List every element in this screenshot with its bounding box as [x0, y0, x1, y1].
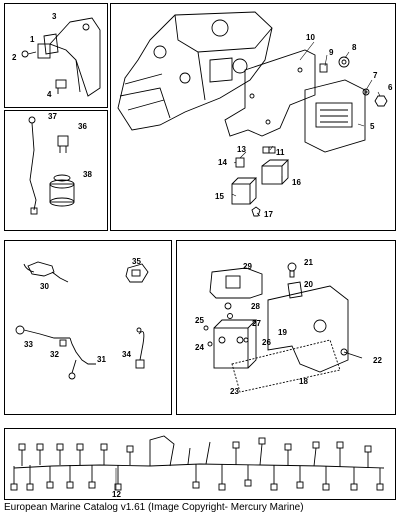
callout-30: 30	[40, 282, 49, 291]
bracket-part	[37, 17, 101, 97]
part-callouts: 1 2 3 4 5 6 7 8 9 10 11 12 13 14 15 16 1…	[12, 12, 393, 499]
fuse-part	[262, 146, 276, 154]
callout-4: 4	[47, 90, 52, 99]
mounting-bolt-part	[340, 348, 363, 359]
temp-sender-part	[57, 135, 69, 153]
callout-25: 25	[195, 316, 204, 325]
bolt-part	[55, 79, 67, 94]
callout-18: 18	[299, 377, 308, 386]
engine-assembly	[117, 11, 273, 131]
callout-20: 20	[304, 280, 313, 289]
callout-35: 35	[132, 257, 141, 266]
ecm-module-part	[304, 79, 366, 153]
mounting-plate-part	[224, 49, 316, 137]
cable-connector-part	[59, 339, 67, 347]
fuse-holder-part	[261, 159, 290, 185]
callout-24: 24	[195, 343, 204, 352]
callout-7: 7	[373, 71, 378, 80]
callout-23: 23	[230, 387, 239, 396]
solenoid-bracket-part	[267, 285, 349, 373]
oil-pressure-sender-part	[49, 174, 75, 207]
callout-32: 32	[50, 350, 59, 359]
sensor-wire-part	[28, 116, 38, 215]
callout-27: 27	[252, 319, 261, 328]
callout-2: 2	[12, 53, 17, 62]
callout-26: 26	[262, 338, 271, 347]
relay-cover-part	[209, 267, 263, 299]
key-switch-part	[23, 261, 69, 283]
spacer-part	[319, 63, 328, 73]
panel-bracket	[4, 3, 108, 108]
panel-starter-solenoid	[176, 240, 396, 415]
panel-switches-cables	[4, 240, 172, 415]
callout-38: 38	[83, 170, 92, 179]
callout-10: 10	[306, 33, 315, 42]
callout-33: 33	[24, 340, 33, 349]
wiring-harness-part	[13, 435, 385, 484]
screw-part	[21, 50, 37, 58]
solenoid-part	[213, 319, 258, 369]
callout-28: 28	[251, 302, 260, 311]
callout-8: 8	[352, 43, 357, 52]
callout-21: 21	[304, 258, 313, 267]
callout-leaders-engine	[231, 41, 381, 217]
callout-16: 16	[292, 178, 301, 187]
callout-6: 6	[388, 83, 393, 92]
callout-31: 31	[97, 355, 106, 364]
switch-part	[125, 263, 149, 283]
terminal-part	[287, 262, 297, 278]
panel-engine-module	[110, 3, 396, 231]
nut-part	[374, 95, 388, 107]
callout-1: 1	[30, 35, 35, 44]
callout-22: 22	[373, 356, 382, 365]
callout-5: 5	[370, 122, 375, 131]
callout-36: 36	[78, 122, 87, 131]
callout-12: 12	[112, 490, 121, 499]
panel-sensors	[4, 110, 108, 231]
jumper-wire-part	[135, 327, 145, 369]
heat-shield-part	[231, 339, 341, 393]
callout-13: 13	[237, 145, 246, 154]
clip-part	[251, 206, 261, 217]
callout-15: 15	[215, 192, 224, 201]
catalog-caption: European Marine Catalog v1.61 (Image Cop…	[4, 502, 304, 513]
boot-part	[287, 281, 303, 299]
small-hardware-parts	[203, 302, 249, 347]
callout-29: 29	[243, 262, 252, 271]
relay-part	[235, 157, 245, 168]
callout-34: 34	[122, 350, 131, 359]
callout-3: 3	[52, 12, 57, 21]
fuse-block-part	[231, 177, 258, 205]
callout-19: 19	[278, 328, 287, 337]
battery-cable-part	[15, 325, 96, 380]
callout-14: 14	[218, 158, 227, 167]
callout-9: 9	[329, 48, 334, 57]
grommet-part	[338, 56, 350, 68]
callout-17: 17	[264, 210, 273, 219]
washer-part	[362, 88, 370, 96]
harness-connectors	[10, 437, 384, 491]
callout-11: 11	[276, 148, 285, 157]
callout-37: 37	[48, 112, 57, 121]
